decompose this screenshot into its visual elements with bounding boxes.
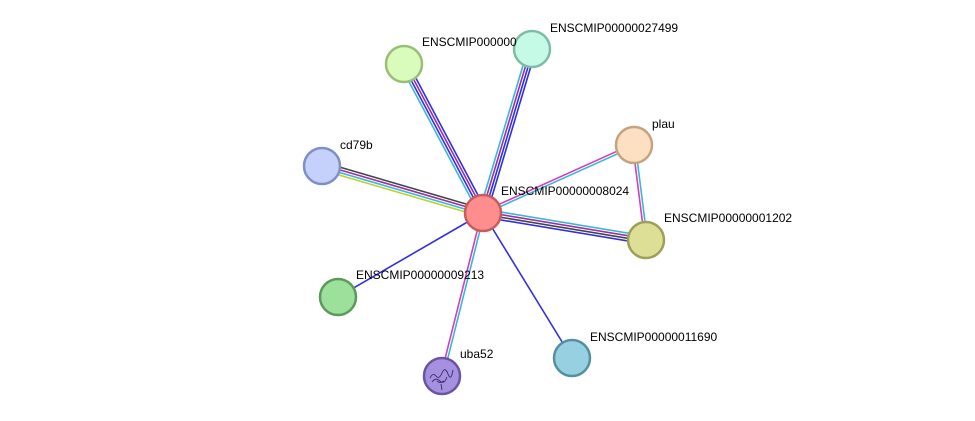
node-n9213-label: ENSCMIP00000009213 — [356, 268, 484, 282]
edge-line-magenta — [482, 143, 634, 213]
node-cd79b-circle[interactable] — [302, 146, 342, 186]
edge-line-blue — [483, 49, 535, 214]
node-n1202-circle[interactable] — [626, 220, 666, 260]
node-plau-label: plau — [652, 117, 675, 131]
node-n9213[interactable]: ENSCMIP00000009213 — [318, 268, 484, 317]
edge-center-n11690[interactable] — [482, 212, 573, 359]
node-n27499-label: ENSCMIP00000027499 — [550, 21, 678, 35]
node-cd79b[interactable]: cd79b — [302, 138, 373, 186]
edge-line-black — [322, 161, 485, 211]
edge-center-plau[interactable] — [482, 143, 635, 215]
node-n1202-label: ENSCMIP00000001202 — [664, 211, 792, 225]
edge-line-blue — [485, 49, 537, 215]
edge-line-blue — [482, 212, 573, 359]
node-n11690[interactable]: ENSCMIP00000011690 — [552, 330, 718, 378]
node-n11690-circle[interactable] — [552, 338, 592, 378]
node-plau[interactable]: plau — [614, 117, 675, 165]
edge-line-blue — [337, 212, 484, 298]
node-n11690-label: ENSCMIP00000011690 — [590, 330, 718, 344]
edge-line-black — [482, 213, 646, 243]
node-uba52-circle[interactable] — [422, 356, 462, 396]
node-uba52[interactable]: uba52 — [422, 347, 494, 396]
node-center[interactable]: ENSCMIP00000008024 — [463, 184, 629, 233]
node-ntop-circle[interactable] — [384, 44, 424, 84]
edge-line-cyan — [478, 47, 530, 213]
node-ntop[interactable]: ENSCMIP000000 — [384, 35, 517, 84]
edge-line-blue — [402, 64, 483, 214]
node-ntop-label: ENSCMIP000000 — [422, 35, 517, 49]
edge-line-magenta — [439, 212, 483, 376]
node-n27499[interactable]: ENSCMIP00000027499 — [512, 21, 678, 69]
node-uba52-label: uba52 — [460, 347, 494, 361]
edge-center-ntop[interactable] — [399, 61, 488, 216]
edge-line-blue — [482, 216, 646, 245]
edge-center-n27499[interactable] — [478, 47, 537, 215]
edge-line-cyan — [321, 166, 483, 216]
node-plau-circle[interactable] — [614, 125, 654, 165]
node-center-label: ENSCMIP00000008024 — [501, 184, 629, 198]
edge-line-purple — [322, 163, 484, 213]
node-center-circle[interactable] — [463, 193, 503, 233]
node-n1202[interactable]: ENSCMIP00000001202 — [626, 211, 792, 260]
edges-layer — [320, 47, 649, 377]
edge-center-cd79b[interactable] — [320, 161, 485, 218]
edge-line-blue — [406, 61, 488, 212]
edge-line-cyan — [442, 213, 486, 377]
edge-line-cyan — [483, 145, 635, 215]
edge-line-cyan — [483, 208, 647, 237]
node-n9213-circle[interactable] — [318, 277, 358, 317]
node-cd79b-label: cd79b — [340, 138, 373, 152]
node-n27499-circle[interactable] — [512, 29, 552, 69]
edge-line-purple — [480, 48, 532, 213]
edge-center-n1202[interactable] — [482, 208, 647, 245]
edge-center-uba52[interactable] — [439, 212, 486, 377]
edge-line-purple — [483, 210, 647, 240]
edge-line-purple — [404, 63, 485, 213]
edge-center-n9213[interactable] — [337, 212, 484, 298]
protein-structure-icon — [429, 369, 454, 391]
nodes-layer: ENSCMIP00000008024 ENSCMIP00000027499 EN… — [302, 21, 792, 396]
edge-line-yellowgreen — [320, 168, 483, 218]
edge-line-cyan — [399, 65, 481, 216]
